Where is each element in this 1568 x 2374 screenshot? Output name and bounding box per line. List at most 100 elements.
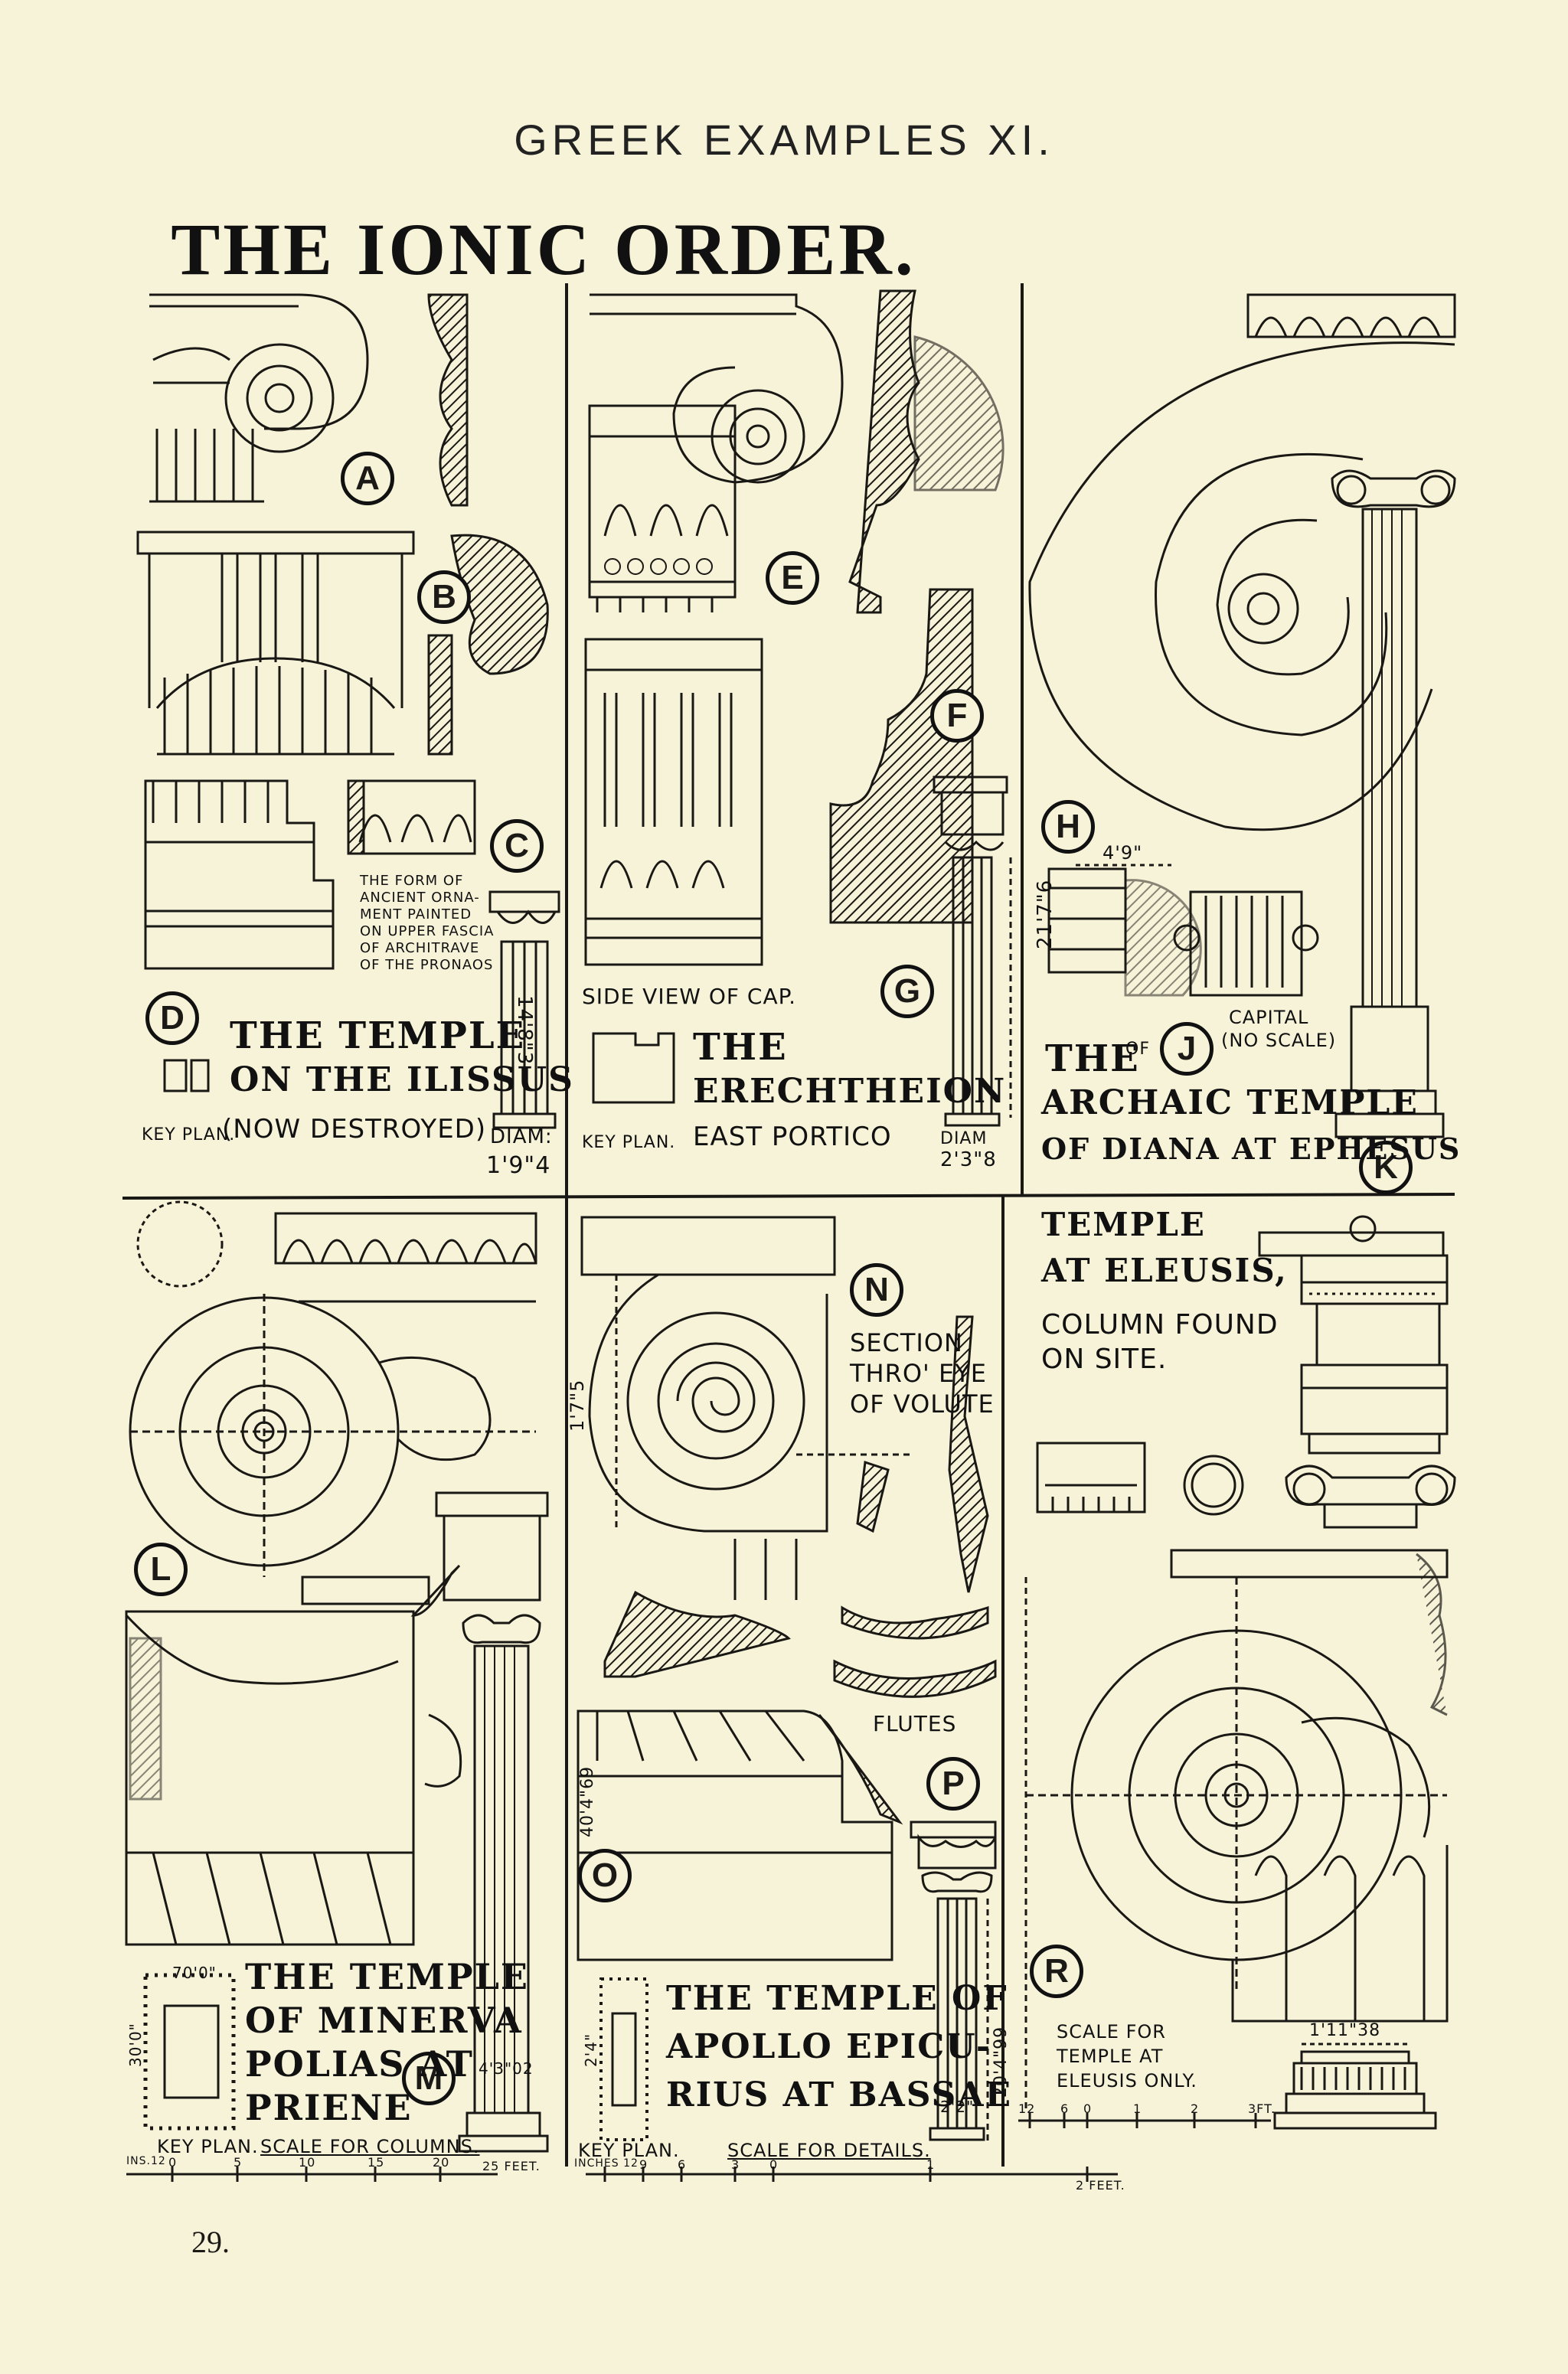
priene-scale-tick-15: 15: [368, 2155, 385, 2170]
bassae-scale-tick-6: 6: [678, 2157, 687, 2172]
ephesus-name-of: OF: [1125, 1040, 1150, 1059]
priene-scale-tick-0: 0: [168, 2155, 178, 2170]
plate-title: THE IONIC ORDER.: [171, 208, 916, 290]
ephesus-capital-label: CAPITAL: [1229, 1007, 1309, 1028]
marker-f: F: [930, 689, 984, 743]
ephesus-drawings: [1028, 293, 1456, 1138]
bassae-scale-tick-0: 0: [769, 2157, 779, 2172]
ephesus-dim: 4'9": [1102, 842, 1143, 864]
bassae-key-plan: KEY PLAN.: [578, 2140, 680, 2161]
ephesus-name-line2: ARCHAIC TEMPLE: [1041, 1083, 1419, 1122]
eleusis-name-line1: TEMPLE: [1041, 1206, 1206, 1243]
marker-d: D: [145, 991, 199, 1045]
eleusis-scale-line1: SCALE FOR: [1057, 2021, 1166, 2043]
eleusis-scale-tick-6: 6: [1060, 2101, 1070, 2116]
ilissus-name-line1: THE TEMPLE: [230, 1014, 526, 1057]
priene-key-plan: KEY PLAN.: [157, 2136, 259, 2157]
ilissus-diam-label: DIAM:: [490, 1125, 553, 1148]
priene-scale-tick-10: 10: [299, 2155, 316, 2170]
bassae-name-line3: RIUS AT BASSAE: [666, 2075, 1012, 2114]
marker-m: M: [402, 2052, 456, 2105]
priene-plan-width: 70'0": [172, 1964, 217, 1982]
bassae-section-line1: SECTION: [850, 1328, 963, 1357]
marker-l: L: [134, 1543, 188, 1596]
bassae-flutes-label: FLUTES: [873, 1711, 957, 1736]
marker-k: K: [1359, 1141, 1413, 1194]
eleusis-scale-line3: ELEUSIS ONLY.: [1057, 2070, 1197, 2092]
priene-diam: 4'3"02: [479, 2059, 534, 2078]
priene-name-line1: THE TEMPLE: [245, 1956, 529, 1997]
eleusis-base-dim: 1'11"38: [1309, 2021, 1381, 2040]
ephesus-no-scale: (NO SCALE): [1221, 1030, 1337, 1051]
marker-p: P: [926, 1757, 980, 1811]
marker-n: N: [850, 1263, 903, 1317]
ilissus-key-plan: KEY PLAN.: [142, 1125, 236, 1145]
eleusis-scale-tick-0: 0: [1083, 2101, 1093, 2116]
bassae-section-line3: OF VOLUTE: [850, 1389, 995, 1419]
eleusis-name-line4: ON SITE.: [1041, 1344, 1168, 1375]
priene-name-line2: OF MINERVA: [245, 2000, 523, 2041]
erechtheion-name-line2: ERECHTHEION: [693, 1072, 1007, 1111]
bassae-scale-tick-inches: INCHES 12: [574, 2157, 639, 2170]
bassae-scale-tick-1: 1: [926, 2157, 936, 2172]
bassae-scale-tick-2: 2 FEET.: [1076, 2178, 1125, 2193]
marker-c: C: [490, 819, 544, 873]
erechtheion-drawings: [584, 289, 1012, 1127]
bassae-plan-height: 2'4": [582, 2033, 600, 2067]
eleusis-name-line2: AT ELEUSIS,: [1041, 1252, 1288, 1289]
priene-scale-tick-5: 5: [234, 2155, 243, 2170]
bassae-diam: 2'2": [940, 2098, 975, 2116]
ilissus-ornament-note: THE FORM OF ANCIENT ORNA- MENT PAINTED O…: [360, 873, 495, 973]
marker-a: A: [341, 452, 394, 505]
eleusis-scale-tick-3: 3FT.: [1248, 2101, 1276, 2116]
marker-e: E: [766, 551, 819, 605]
eleusis-scale-tick-12: 12: [1018, 2101, 1036, 2116]
priene-scale-label: SCALE FOR COLUMNS.: [260, 2136, 480, 2157]
marker-r: R: [1030, 1945, 1083, 1998]
plate-grid-lines: [122, 283, 1455, 2167]
ephesus-name-line1: THE: [1045, 1037, 1140, 1080]
erechtheion-name-line1: THE: [693, 1026, 788, 1069]
erechtheion-name-line3: EAST PORTICO: [693, 1122, 892, 1152]
priene-plan-height: 30'0": [126, 2023, 145, 2067]
priene-scale-tick-25: 25 FEET.: [482, 2159, 541, 2173]
page-number: 29.: [191, 2225, 230, 2259]
bassae-section-line2: THRO' EYE: [850, 1359, 987, 1388]
page-header: GREEK EXAMPLES XI.: [514, 116, 1054, 164]
marker-g: G: [880, 965, 934, 1018]
erechtheion-height: 21'7"6: [1034, 879, 1057, 949]
bassae-name-line1: THE TEMPLE OF: [666, 1979, 1008, 2018]
erechtheion-diam: 2'3"8: [940, 1148, 997, 1171]
bassae-scale-label: SCALE FOR DETAILS.: [727, 2140, 931, 2161]
bassae-height: 20'4"99: [991, 2026, 1011, 2098]
eleusis-scale-tick-1: 1: [1133, 2101, 1142, 2116]
bassae-capital-height: 1'7"5: [567, 1379, 588, 1432]
eleusis-drawings: [1018, 1215, 1456, 2130]
bassae-scale-tick-9: 9: [639, 2157, 648, 2172]
bassae-name-line2: APOLLO EPICU-: [666, 2027, 992, 2066]
erechtheion-diam-label: DIAM: [940, 1129, 988, 1148]
eleusis-scale-line2: TEMPLE AT: [1057, 2046, 1164, 2067]
erechtheion-key-plan: KEY PLAN.: [582, 1133, 676, 1152]
marker-h: H: [1041, 800, 1095, 854]
priene-scale-tick-inches: INS.12: [126, 2155, 166, 2167]
marker-j: J: [1160, 1022, 1214, 1076]
ilissus-height: 14'8"3: [513, 995, 536, 1066]
eleusis-scale-tick-2: 2: [1191, 2101, 1200, 2116]
priene-drawings: [125, 1200, 549, 2182]
marker-o: O: [578, 1849, 632, 1902]
eleusis-name-line3: COLUMN FOUND: [1041, 1309, 1279, 1340]
marker-b: B: [417, 570, 471, 624]
ilissus-name-line3: (NOW DESTROYED): [222, 1114, 487, 1145]
priene-name-line3: POLIAS AT: [245, 2043, 474, 2085]
ephesus-name-line3: OF DIANA AT EPHESUS: [1041, 1131, 1462, 1166]
bassae-scale-tick-3: 3: [731, 2157, 740, 2172]
ilissus-diam: 1'9"4: [486, 1152, 551, 1179]
priene-height: 40'4"69: [578, 1765, 597, 1837]
erechtheion-side-view: SIDE VIEW OF CAP.: [582, 984, 797, 1009]
ilissus-drawings: [136, 293, 560, 1129]
ilissus-name-line2: ON THE ILISSUS: [230, 1060, 574, 1099]
priene-name-line4: PRIENE: [245, 2087, 413, 2128]
bassae-drawings: [577, 1216, 1118, 2182]
